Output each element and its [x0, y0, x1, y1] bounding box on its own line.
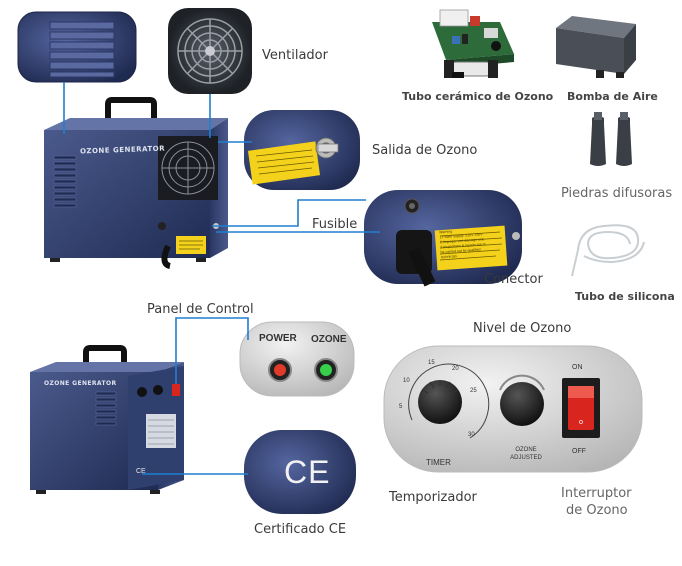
svg-text:o: o [579, 418, 583, 426]
timer-tick: 20 [452, 366, 459, 372]
lower-device [30, 345, 184, 494]
ceramic-tube-pcb [432, 9, 514, 78]
label-ventilador: Ventilador [262, 48, 328, 63]
timer-tick: 15 [428, 360, 435, 366]
connector-lines-top [63, 82, 380, 233]
label-panel-control: Panel de Control [147, 302, 254, 317]
air-pump [556, 16, 636, 78]
led-zoom [239, 321, 355, 397]
timer-tick: 25 [470, 388, 477, 394]
timer-label: TIMER [426, 458, 451, 467]
label-salida-ozono: Salida de Ozono [372, 143, 478, 158]
ozone-outlet-zoom [244, 110, 360, 190]
silicone-tube [571, 224, 645, 277]
warning-label: Warning 1.Power supply: 220V 240V 2.Impr… [439, 226, 507, 261]
fan-zoom [168, 8, 252, 94]
switch-on-label: ON [572, 364, 583, 371]
ce-mark-small: CE [136, 468, 146, 475]
main-device-top [44, 97, 228, 269]
device-brand-bottom: OZONE GENERATOR [44, 380, 117, 387]
label-bomba-aire: Bomba de Aire [567, 90, 658, 103]
label-fusible: Fusible [312, 217, 358, 232]
label-conector: Conector [484, 272, 543, 287]
label-interruptor-line1: Interruptor [561, 486, 632, 501]
label-tubo-silicona: Tubo de silicona [575, 290, 675, 303]
label-tubo-ceramico: Tubo cerámico de Ozono [402, 90, 554, 103]
ozone-adjusted-label: OZONE ADJUSTED [510, 447, 542, 461]
power-label: POWER [259, 333, 297, 344]
diffuser-stones [590, 112, 632, 166]
label-temporizador: Temporizador [389, 490, 477, 505]
timer-tick: 30 [468, 432, 475, 438]
label-certificado-ce: Certificado CE [254, 522, 347, 537]
label-interruptor-line2: de Ozono [566, 503, 628, 518]
switch-off-label: OFF [572, 448, 586, 455]
fuse-connector-zoom [364, 190, 522, 287]
louvre-zoom-panel [17, 11, 137, 83]
timer-tick: 10 [403, 378, 410, 384]
ozone-label: OZONE [311, 334, 347, 345]
ce-zoom [244, 430, 356, 514]
ce-mark: CE [284, 454, 331, 490]
control-panel-zoom: o [383, 345, 643, 473]
label-nivel-ozono: Nivel de Ozono [473, 321, 572, 336]
connector-lines-bottom [142, 317, 249, 475]
timer-tick: 5 [399, 404, 403, 410]
label-piedras-difusoras: Piedras difusoras [561, 186, 673, 201]
